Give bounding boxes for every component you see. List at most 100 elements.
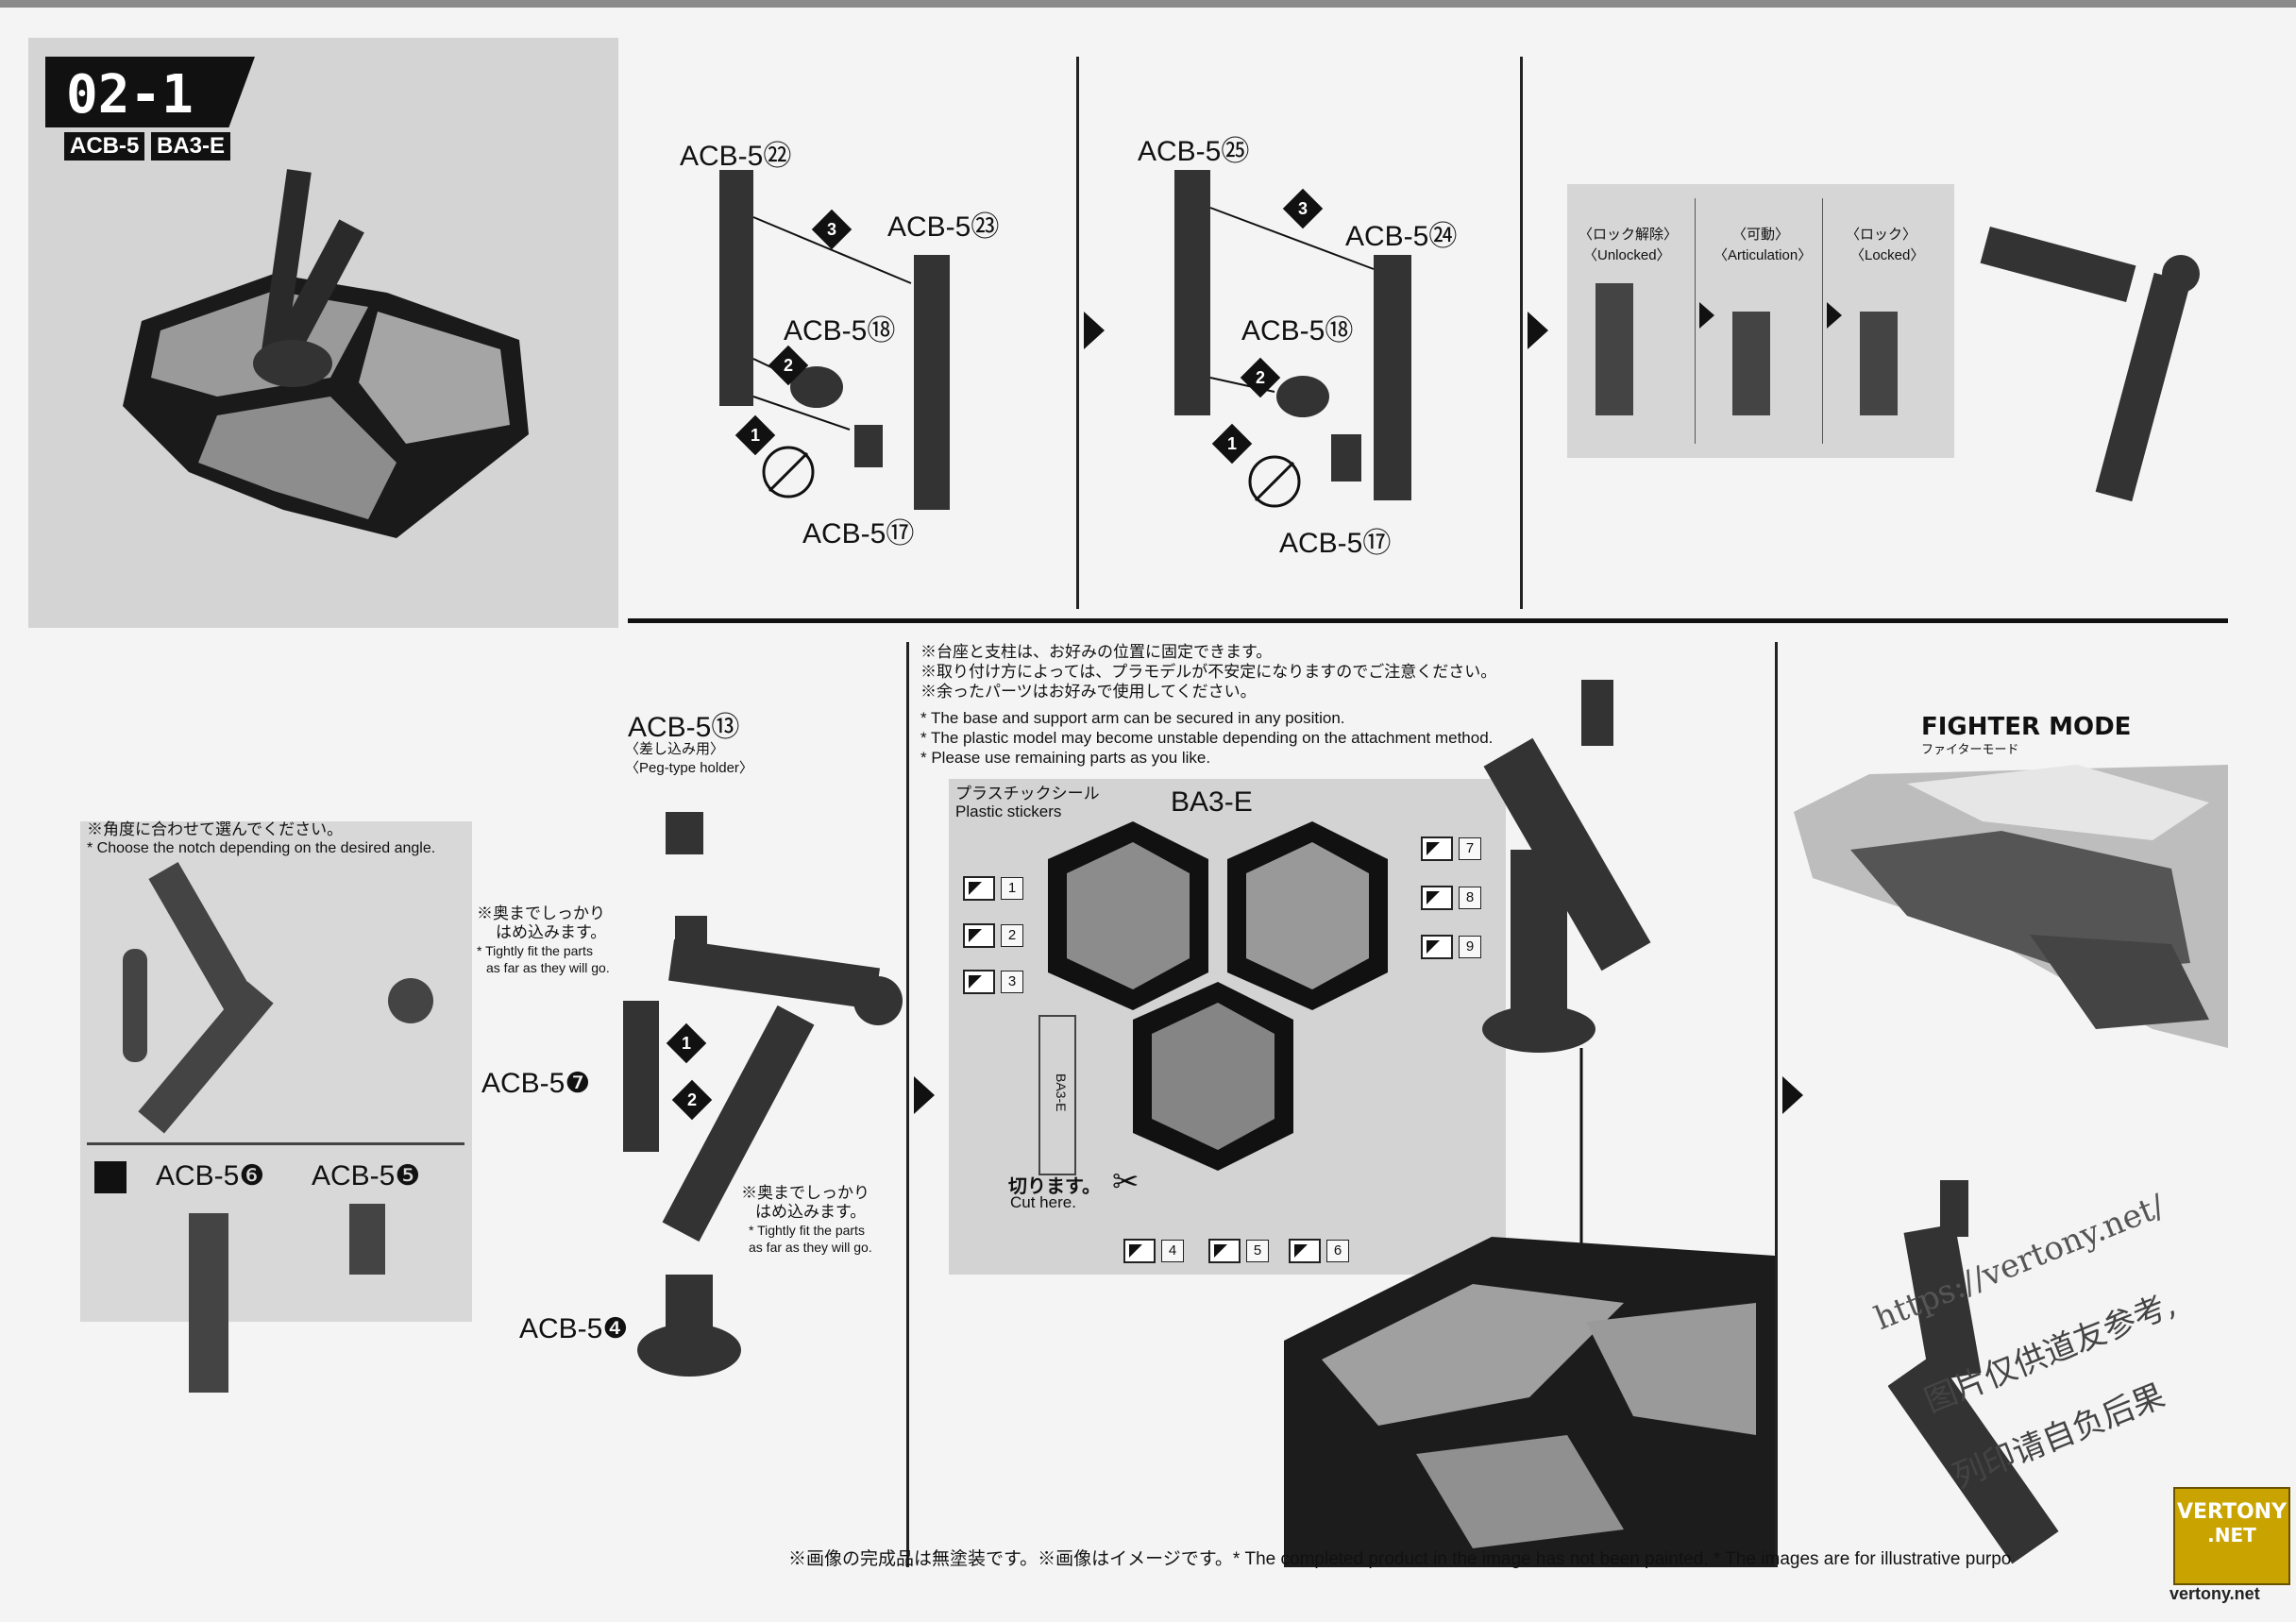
top-rule [0,0,2296,8]
unlock-jp: 〈ロック解除〉 [1578,227,1679,243]
sticker-icon [1421,935,1453,959]
logo-line-2: .NET [2207,1524,2256,1546]
artic-jp: 〈可動〉 [1732,227,1790,243]
label-acb5-24: ACB-5㉔ [1345,221,1458,252]
fit-note-2-jp2: はめ込みます。 [755,1203,867,1221]
arm-parts-illustration-b [1174,170,1411,508]
step-3-marker-a: 3 [811,209,853,250]
scissors-icon: ✂ [1112,1164,1140,1200]
step-1-marker-a: 1 [734,414,776,456]
fit-note-1-en2: as far as they will go. [486,960,610,975]
sticker-3: 3 [963,970,1023,994]
step-badge-stripe [38,57,45,127]
sticker-icon [1208,1239,1241,1263]
note-jp3: ※余ったパーツはお好みで使用してください。 [920,683,1257,701]
sticker-sheet-strip: BA3-E [1038,1015,1076,1175]
tag-ba3e: BA3-E [151,132,231,161]
watermark-logo: VERTONY .NET [2173,1487,2290,1585]
locked-en: 〈Locked〉 [1850,247,1925,263]
part-acb5-6 [189,1213,228,1393]
sticker-2: 2 [963,923,1023,948]
lock-part-3 [1860,312,1898,415]
note-jp1: ※台座と支柱は、お好みの位置に固定できます。 [920,643,1273,661]
divider-v1 [1076,57,1079,609]
next-arrow-2 [1528,312,1548,349]
locked-jp: 〈ロック〉 [1846,227,1917,243]
step-2-marker-c: 2 [671,1079,713,1121]
angle-note-en: * Choose the notch depending on the desi… [87,840,436,856]
fit-note-2-en1: * Tightly fit the parts [749,1223,865,1238]
sticker-icon [963,970,995,994]
sticker-icon [1123,1239,1156,1263]
fighter-illustration [1794,765,2228,1048]
divider-h-mid [628,618,2228,623]
footer-note: ※画像の完成品は無塗装です。※画像はイメージです。* The completed… [788,1549,2012,1569]
sticker-icon [1421,886,1453,910]
sticker-1: 1 [963,876,1023,901]
note-en2: * The plastic model may become unstable … [920,729,1494,747]
lock-part-1 [1595,283,1633,415]
next-arrow-1 [1084,312,1105,349]
step-2-marker-a: 2 [768,345,809,386]
part-acb5-5 [349,1204,385,1275]
lock-arrow-2 [1827,302,1842,329]
sticker-6: 6 [1289,1239,1349,1263]
sticker-8: 8 [1421,886,1481,910]
step-number: 02-1 [66,64,194,126]
sticker-4: 4 [1123,1239,1184,1263]
angle-note-jp: ※角度に合わせて選んでください。 [87,820,344,838]
fit-note-1-en1: * Tightly fit the parts [477,943,593,958]
label-acb5-23: ACB-5㉓ [887,211,1000,243]
artic-en: 〈Articulation〉 [1714,247,1813,263]
hex-base-illustration [123,169,529,538]
fit-note-1-jp1: ※奥までしっかり [477,904,605,922]
lock-divider-1 [1695,198,1696,444]
logo-line-1: VERTONY [2176,1500,2288,1524]
sticker-sheet-illustration [1048,821,1388,1171]
lock-divider-2 [1822,198,1823,444]
watermark-domain: vertony.net [2169,1584,2260,1603]
sticker-code: BA3-E [1171,786,1253,818]
cut-here-jp: 切ります。 [1008,1176,1101,1197]
sticker-icon [1289,1239,1321,1263]
sticker-title-en: Plastic stickers [955,803,1062,820]
angle-panel [80,821,472,1322]
peg-en: 〈Peg-type holder〉 [625,760,753,776]
sticker-icon [963,876,995,901]
note-en1: * The base and support arm can be secure… [920,709,1345,727]
fighter-mode-title: FIGHTER MODE [1921,713,2132,741]
locked-arm-illustration [1980,226,2200,502]
step-1-marker-b: 1 [1211,423,1253,465]
sticker-icon [1421,836,1453,861]
label-acb5-25: ACB-5㉕ [1138,136,1250,167]
label-acb5-18b: ACB-5⑱ [1241,315,1354,346]
step-badge: 02-1 [38,57,255,127]
angle-notch-illustration [123,862,433,1134]
label-acb5-7: ACB-5❼ [481,1068,591,1099]
bottom-frame [0,1603,2296,1622]
label-acb5-5: ACB-5❺ [312,1160,421,1191]
fighter-stand-illustration [1888,1180,2059,1564]
peg-jp: 〈差し込み用〉 [625,741,725,757]
label-acb5-22: ACB-5㉒ [680,141,792,172]
sticker-9: 9 [1421,935,1481,959]
next-arrow-4 [1782,1076,1803,1114]
label-acb5-13: ACB-5⑬ [628,712,740,743]
angle-panel-divider [87,1142,464,1145]
step-2-marker-b: 2 [1240,357,1281,398]
tag-acb5: ACB-5 [64,132,145,161]
step-3-marker-b: 3 [1282,188,1324,229]
arm-parts-illustration-a [719,170,950,510]
fit-note-1-jp2: はめ込みます。 [496,923,607,941]
divider-v2 [1520,57,1523,609]
note-en3: * Please use remaining parts as you like… [920,749,1211,767]
next-arrow-3 [914,1076,935,1114]
fit-note-2-jp1: ※奥までしっかり [741,1184,869,1202]
sticker-title-jp: プラスチックシール [955,785,1100,803]
label-acb5-4: ACB-5❹ [519,1313,629,1344]
divider-v3 [906,642,909,1567]
sticker-7: 7 [1421,836,1481,861]
decal-icon [94,1161,127,1193]
lock-arrow-1 [1699,302,1714,329]
label-acb5-17: ACB-5⑰ [802,518,915,549]
